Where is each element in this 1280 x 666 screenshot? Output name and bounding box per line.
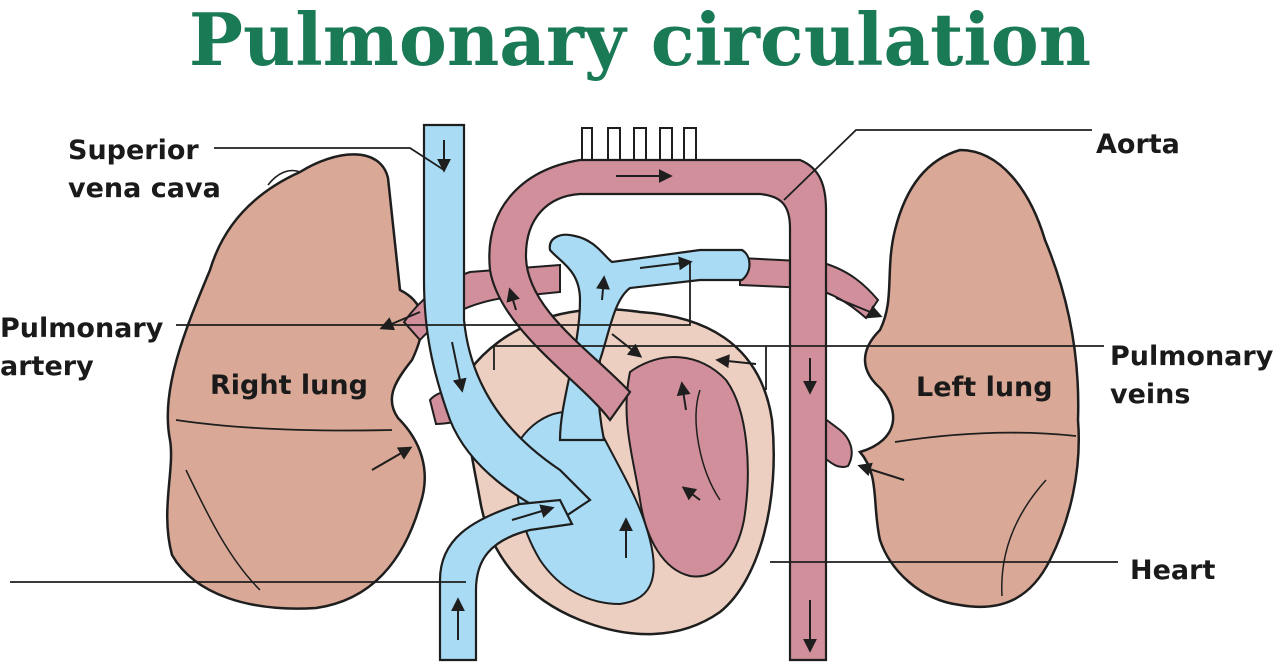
leader-pulmonary-veins [493,345,1104,370]
diagram-title: Pulmonary circulation [188,0,1092,82]
flow-arrow [715,354,757,369]
flow-arrow [681,486,701,501]
label-heart: Heart [1130,555,1216,586]
flow-arrow [835,297,883,319]
left-lung-shape [857,148,1080,609]
flow-arrow [639,256,693,271]
leader-pulmonary-artery [176,262,691,326]
leader-superior-vena-cava [214,147,445,171]
label-right-lung: Right lung [210,370,368,401]
flow-arrow [596,275,610,301]
label-pulmonary-artery: Pulmonary artery [0,313,164,382]
leader-aorta [783,129,1092,201]
aortic-branches [581,127,697,160]
flow-arrow [511,504,555,521]
flow-arrow [857,462,905,481]
label-aorta: Aorta [1096,129,1180,160]
superior-vena-cava-vessel [422,123,592,522]
flow-arrow [676,381,691,411]
flow-arrow [371,446,413,471]
label-superior-vena-cava: Superior vena cava [68,135,221,204]
left-heart-chambers [625,356,749,578]
flow-arrow [611,333,643,358]
aorta-vessel [488,158,828,662]
flow-arrow [506,287,520,311]
inferior-vena-cava-vessel [438,498,574,662]
flow-arrow [451,341,467,393]
label-left-lung: Left lung [916,372,1053,403]
label-pulmonary-veins: Pulmonary veins [1110,341,1274,410]
